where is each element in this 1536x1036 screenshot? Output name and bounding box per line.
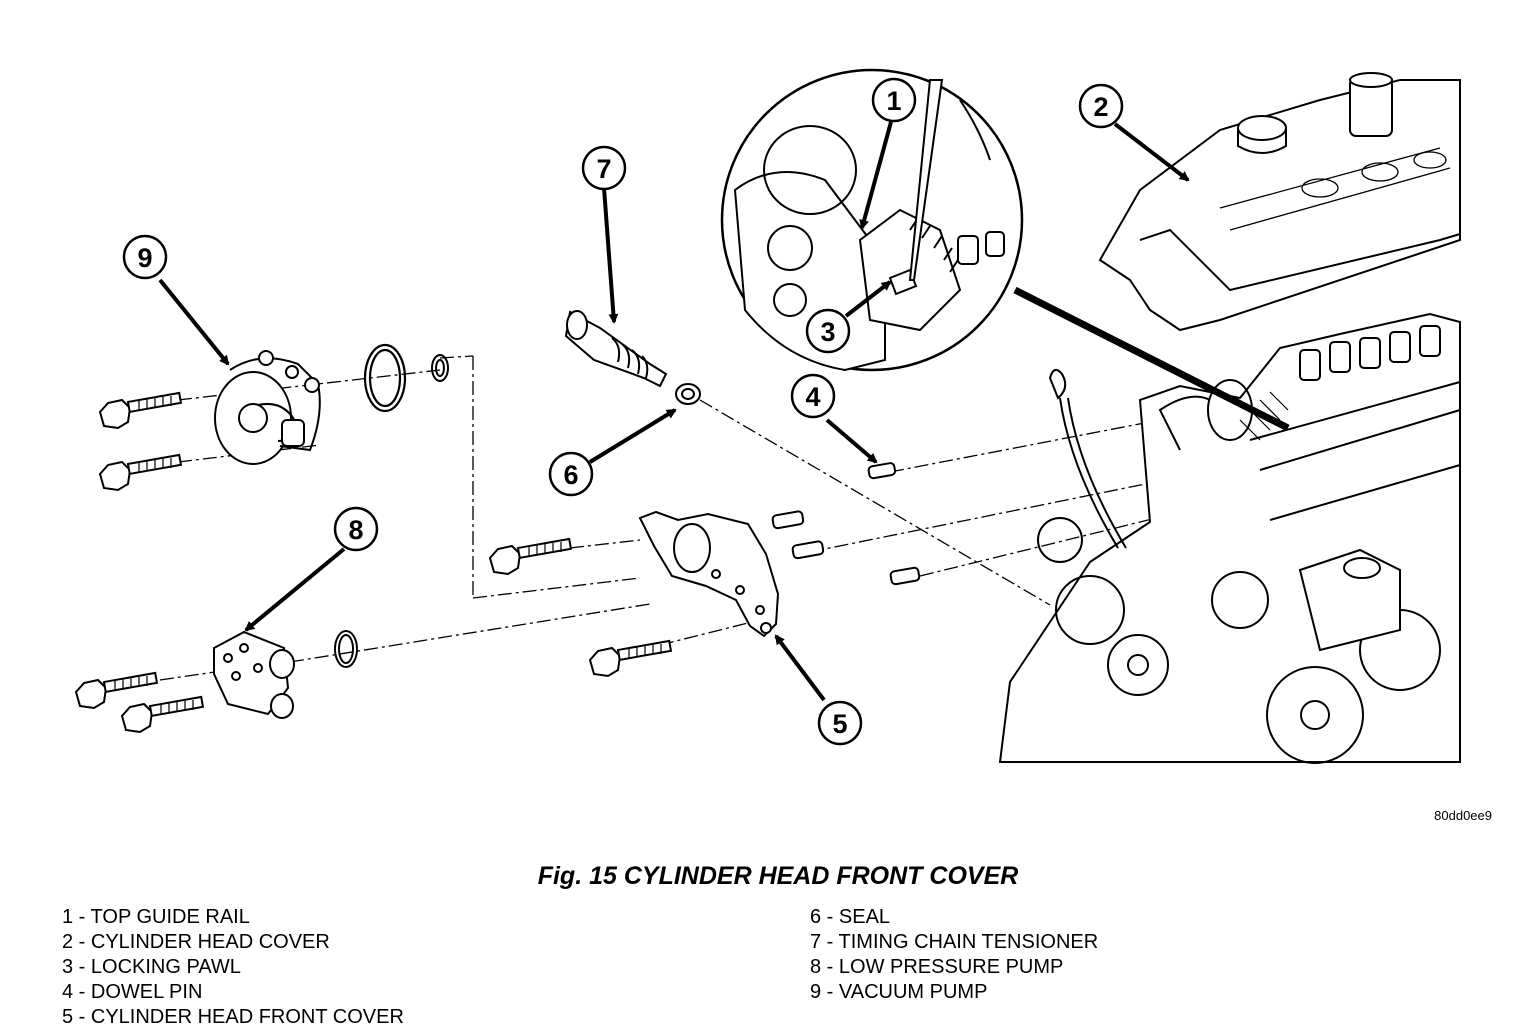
svg-text:5: 5 [832,709,847,739]
cylinder-head-cover [1098,72,1461,332]
svg-text:7: 7 [596,154,611,184]
bolt [74,671,159,710]
callout-7: 7 [581,145,627,191]
bolt [588,639,673,678]
o-ring [363,343,407,413]
low-pressure-pump [213,630,295,719]
vacuum-pump [214,350,321,465]
timing-chain-tensioner [564,310,668,388]
dipstick [1048,368,1127,549]
callout-1: 1 [871,77,917,123]
legend-item: 2 - CYLINDER HEAD COVER [62,931,330,953]
legend-right: 6 - SEAL 7 - TIMING CHAIN TENSIONER 8 - … [810,905,1098,1005]
callout-6: 6 [548,451,594,497]
figure-caption: Fig. 15 CYLINDER HEAD FRONT COVER [537,862,1019,890]
leader-arrows [158,121,1190,702]
svg-text:4: 4 [805,382,820,412]
bolt [120,695,205,734]
legend-item: 7 - TIMING CHAIN TENSIONER [810,931,1099,953]
seal-ring [431,354,449,382]
svg-text:3: 3 [820,317,835,347]
callout-2: 2 [1078,83,1124,129]
dowel-pin [771,462,921,586]
exploded-view-diagram: 1 2 3 4 5 6 7 8 9 [74,68,1461,764]
callout-8: 8 [333,506,379,552]
figure-code: 80dd0ee9 [1434,808,1492,823]
bolt [488,537,573,576]
legend-item: 5 - CYLINDER HEAD FRONT COVER [62,1006,404,1028]
callout-4: 4 [790,373,836,419]
svg-text:8: 8 [348,515,363,545]
legend-item: 1 - TOP GUIDE RAIL [62,906,250,928]
callout-5: 5 [817,700,863,746]
bolt [98,453,183,492]
svg-text:6: 6 [563,460,578,490]
svg-text:2: 2 [1093,92,1108,122]
callout-3: 3 [805,308,851,354]
legend-item: 4 - DOWEL PIN [62,981,203,1003]
legend-item: 8 - LOW PRESSURE PUMP [810,956,1064,978]
callout-9: 9 [122,234,168,280]
legend-item: 6 - SEAL [810,906,891,928]
tensioner-seal [675,383,701,405]
engine-assembly [998,312,1461,764]
o-ring [334,630,358,668]
legend-item: 3 - LOCKING PAWL [62,956,241,978]
legend-item: 9 - VACUUM PUMP [810,981,988,1003]
cylinder-head-front-cover [638,510,780,638]
svg-text:1: 1 [886,86,901,116]
svg-text:9: 9 [137,243,152,273]
bolt [98,391,183,430]
legend-left: 1 - TOP GUIDE RAIL 2 - CYLINDER HEAD COV… [62,905,404,1030]
